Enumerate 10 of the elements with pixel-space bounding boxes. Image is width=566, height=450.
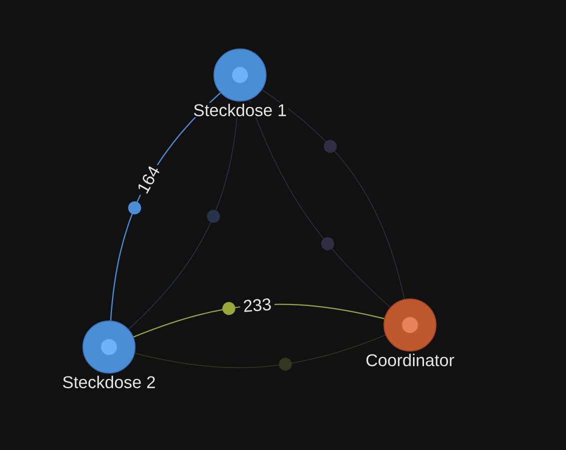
edge-label: 233 [239, 294, 276, 316]
link-line [262, 89, 405, 300]
node-label: Coordinator [364, 352, 456, 368]
link-line [133, 302, 384, 338]
link-line [128, 101, 239, 330]
edge-label: 164 [132, 160, 165, 200]
node-label: Steckdose 1 [192, 102, 288, 118]
link-line [248, 99, 391, 308]
link-line [134, 334, 386, 371]
node-label: Steckdose 2 [61, 374, 157, 390]
